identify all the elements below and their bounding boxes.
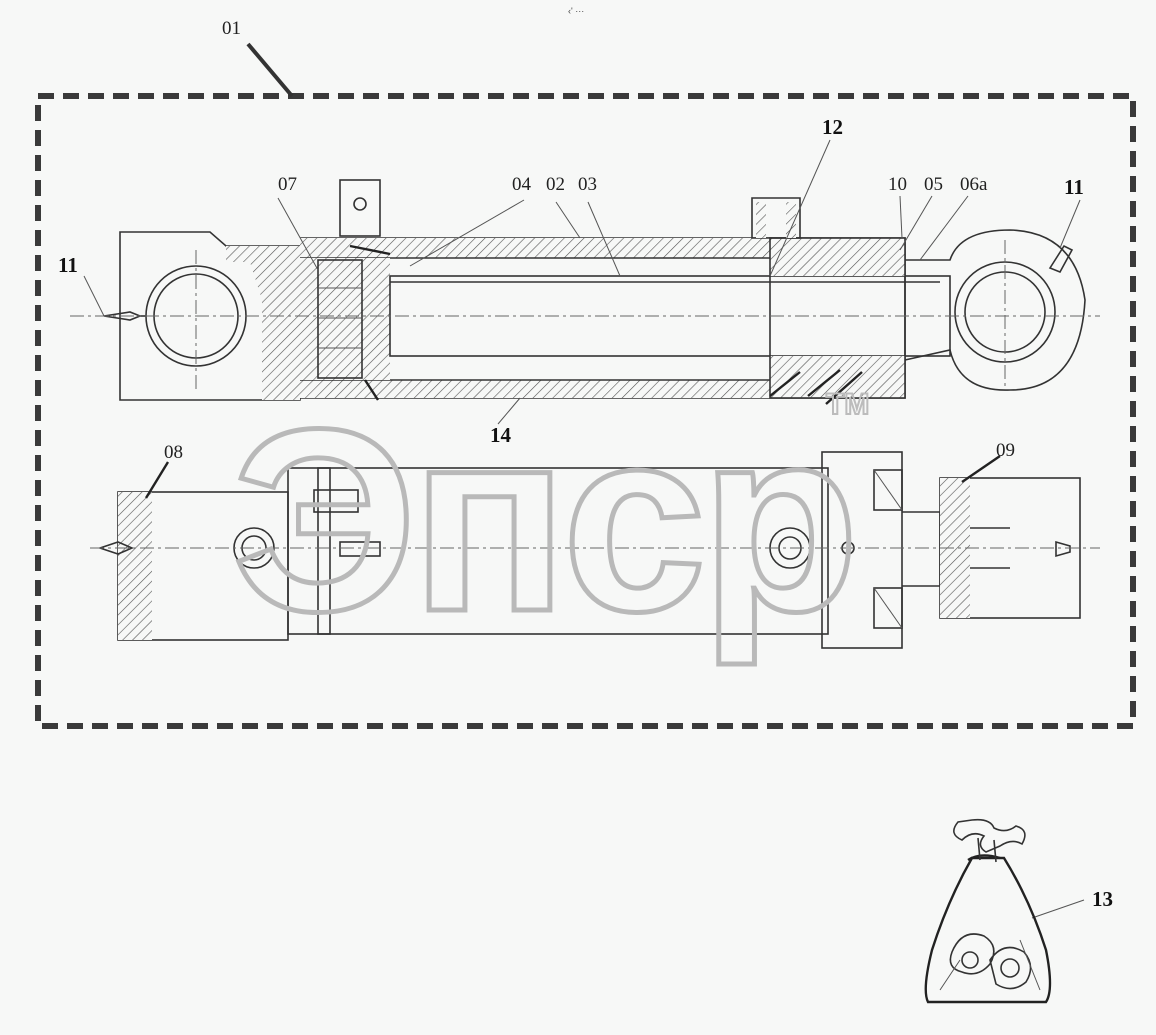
label-09: 09 bbox=[996, 440, 1015, 461]
leader-lines bbox=[83, 139, 1085, 919]
label-07: 07 bbox=[278, 174, 297, 195]
cylinder-outline-view bbox=[90, 451, 1100, 649]
label-03: 03 bbox=[578, 174, 597, 195]
top-mark: ‹' ··· bbox=[568, 6, 584, 16]
label-02: 02 bbox=[546, 174, 565, 195]
assembly-leader bbox=[246, 42, 294, 98]
cylinder-section-view bbox=[70, 179, 1100, 405]
label-06a: 06a bbox=[960, 174, 988, 195]
watermark-tm: TM bbox=[826, 388, 869, 421]
label-01: 01 bbox=[222, 18, 241, 39]
label-11-left: 11 bbox=[58, 253, 78, 277]
label-14: 14 bbox=[490, 423, 512, 447]
label-13: 13 bbox=[1092, 887, 1113, 911]
assembly-frame bbox=[35, 93, 1136, 729]
watermark-logo: Эпср bbox=[232, 376, 853, 667]
label-11-right: 11 bbox=[1064, 175, 1084, 199]
label-12: 12 bbox=[822, 115, 843, 139]
label-05: 05 bbox=[924, 174, 943, 195]
label-08: 08 bbox=[164, 442, 183, 463]
label-04: 04 bbox=[512, 174, 532, 195]
parts-bag-icon bbox=[924, 818, 1052, 1004]
label-10: 10 bbox=[888, 174, 907, 195]
